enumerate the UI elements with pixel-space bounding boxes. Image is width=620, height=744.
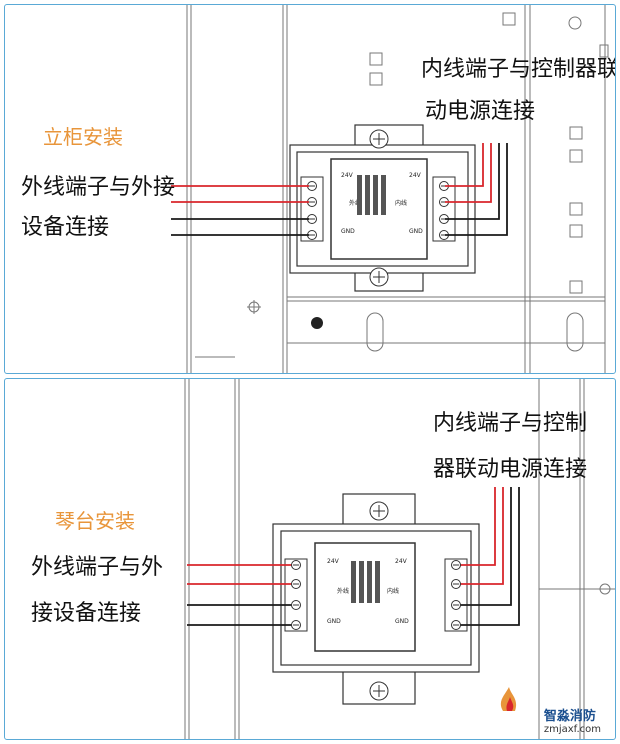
watermark-url: zmjaxf.com	[543, 724, 601, 735]
module-inner-caption-b: 内线	[387, 587, 399, 595]
module-right-label-24v-b: 24V	[395, 558, 408, 565]
module-inner-caption: 内线	[395, 199, 407, 207]
module-right-label-gnd: GND	[409, 228, 423, 235]
module-left-label-24v: 24V	[341, 172, 354, 179]
module-outer-caption-b: 外线	[337, 587, 349, 595]
top-outer-label-line1: 外线端子与外接	[21, 175, 176, 200]
bottom-wiring-diagram: 24V 24V GND GND 外线 内线	[184, 379, 615, 739]
top-wiring-diagram: 24V 24V GND GND 外线 内线	[171, 5, 609, 373]
mounting-screw-icon	[311, 317, 323, 329]
bottom-install-panel: 24V 24V GND GND 外线 内线	[4, 378, 616, 740]
bottom-outer-label-line2: 接设备连接	[31, 601, 142, 626]
module-right-label-24v: 24V	[409, 172, 422, 179]
top-section-title: 立柜安装	[43, 125, 123, 149]
watermark: 智淼消防 zmjaxf.com	[544, 705, 601, 735]
watermark-name: 智淼消防	[543, 709, 596, 724]
bottom-inner-label-line1: 内线端子与控制	[433, 411, 588, 436]
module-outer-caption: 外线	[349, 199, 361, 207]
top-outer-label-line2: 设备连接	[21, 215, 110, 240]
bottom-section-title: 琴台安装	[55, 509, 135, 533]
module-left-label-gnd: GND	[341, 228, 355, 235]
top-inner-label-line1: 内线端子与控制器联	[421, 57, 616, 82]
module-left-label-gnd-b: GND	[327, 618, 341, 625]
module-right-label-gnd-b: GND	[395, 618, 409, 625]
top-inner-label-line2: 动电源连接	[425, 99, 536, 124]
top-install-panel: 24V 24V GND GND 外线 内线 立柜安装 外线端子与外接 设备连接 …	[4, 4, 616, 374]
bottom-outer-label-line1: 外线端子与外	[31, 555, 164, 580]
bottom-inner-label-line2: 器联动电源连接	[433, 457, 588, 482]
flame-logo-icon	[500, 687, 517, 711]
module-left-label-24v-b: 24V	[327, 558, 340, 565]
